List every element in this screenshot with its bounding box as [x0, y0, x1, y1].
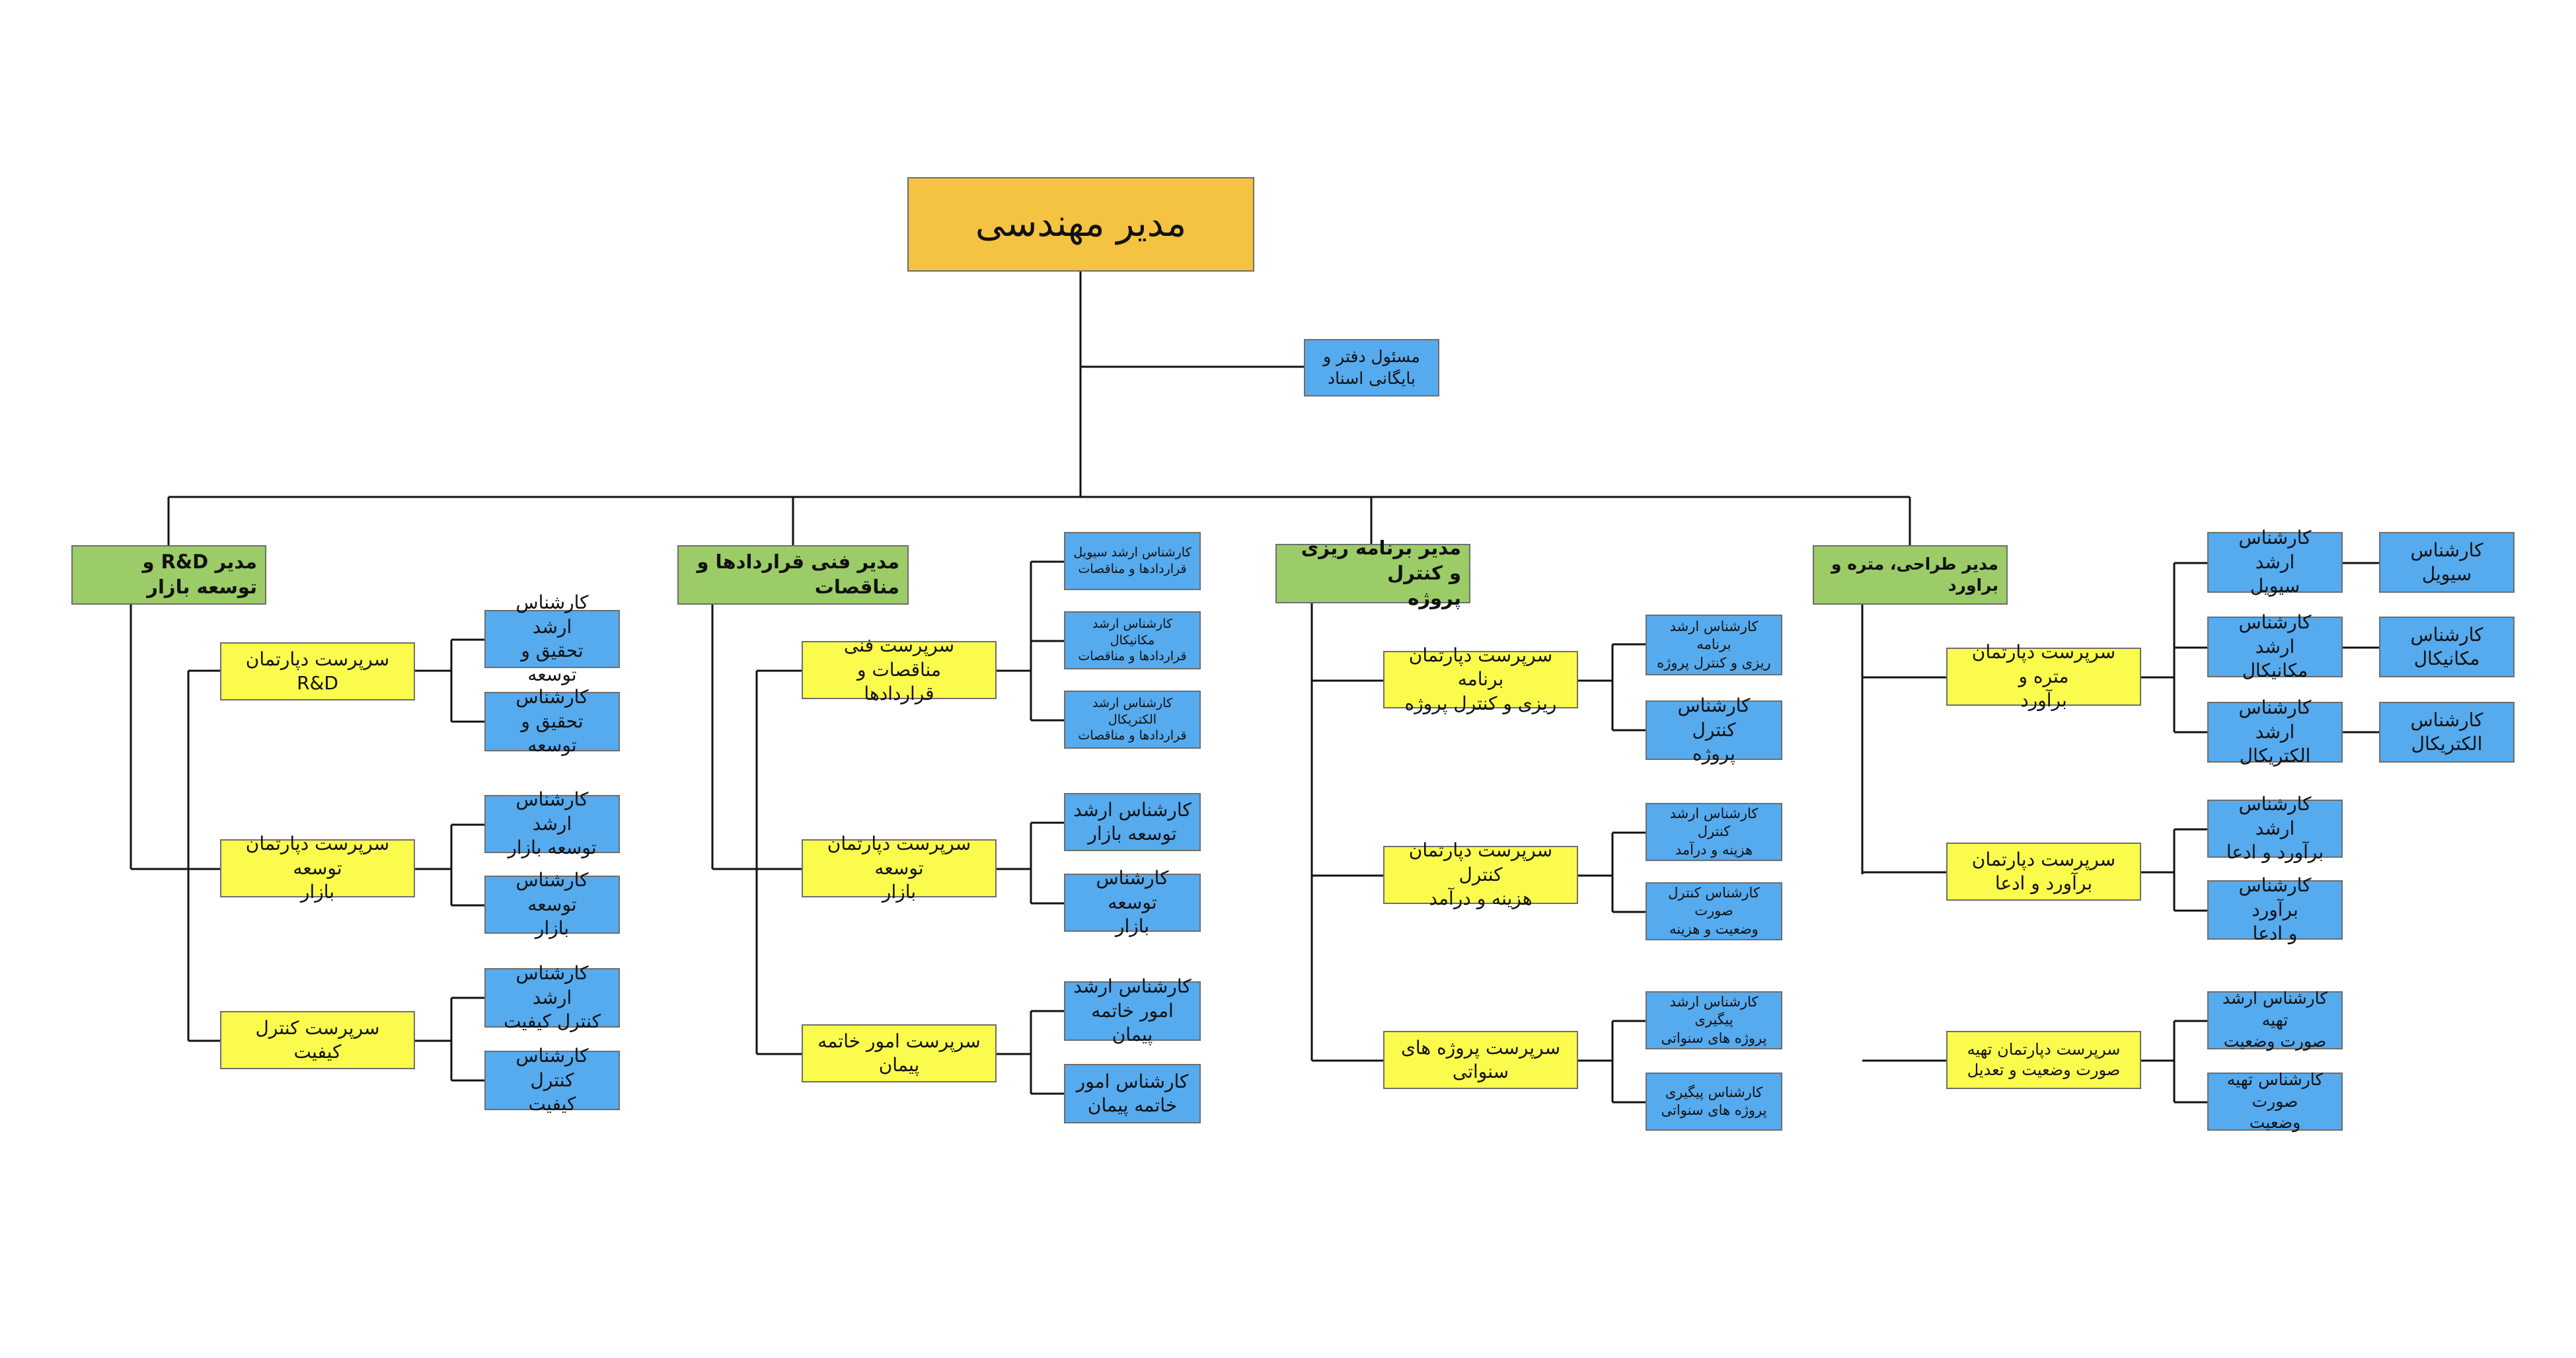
supervisor-box: سرپرست امور خاتمه پیمان — [802, 1024, 997, 1082]
expert-box: کارشناس پیگیری پروژه های سنواتی — [1646, 1073, 1782, 1131]
supervisor-box: سرپرست دپارتمان R&D — [220, 642, 415, 700]
junior-box: کارشناس مکانیکال — [2379, 617, 2515, 677]
expert-box: کارشناس ارشد مکانیکال قراردادها و مناقصا… — [1064, 611, 1201, 669]
expert-box: کارشناس ارشد توسعه بازار — [484, 788, 620, 858]
expert-box: کارشناس توسعه بازار — [1064, 867, 1201, 937]
manager-design-box: مدیر طراحی، متره و براورد — [1813, 545, 2008, 605]
expert-box: کارشناس تهیه صورت وضعیت — [2207, 1070, 2343, 1132]
supervisor-box: سرپرست دپارتمان توسعه بازار — [802, 833, 997, 903]
office-box: مسئول دفتر و بایگانی اسناد — [1304, 339, 1439, 396]
expert-box: کارشناس توسعه بازار — [484, 869, 620, 939]
expert-box: کارشناس ارشد تحقیق و توسعه — [484, 591, 620, 685]
expert-box: کارشناس ارشد سیویل قراردادها و مناقصات — [1064, 532, 1201, 590]
expert-box: کارشناس برآورد و ادعا — [2207, 874, 2343, 944]
expert-box: کارشناس ارشد الکتریکال — [2207, 697, 2343, 767]
expert-box: کارشناس کنترل صورت وضعیت و هزینه — [1646, 882, 1782, 940]
manager-contracts-box: مدیر فنی قراردادها و مناقصات — [677, 545, 909, 605]
expert-box: کارشناس ارشد برنامه ریزی و کنترل پروژه — [1646, 615, 1782, 675]
expert-box: کارشناس ارشد برآورد و ادعا — [2207, 793, 2343, 863]
supervisor-box: سرپرست دپارتمان کنترل هزینه و درآمد — [1383, 839, 1578, 909]
expert-box: کارشناس ارشد الکتریکال قراردادها و مناقص… — [1064, 691, 1201, 749]
supervisor-box: سرپرست دپارتمان برنامه ریزی و کنترل پروژ… — [1383, 644, 1578, 714]
supervisor-box: سرپرست کنترل کیفیت — [220, 1011, 415, 1069]
expert-box: کارشناس ارشد پیگیری پروژه های سنواتی — [1646, 991, 1782, 1049]
supervisor-box: سرپرست دپارتمان برآورد و ادعا — [1946, 843, 2141, 901]
expert-box: کارشناس ارشد امور خاتمه پیمان — [1064, 975, 1201, 1045]
expert-box: کارشناس ارشد کنترل کیفیت — [484, 962, 620, 1032]
junior-box: کارشناس سیویل — [2379, 532, 2515, 593]
supervisor-box: سرپرست فنی مناقصات و قراردادها — [802, 634, 997, 704]
root-box: مدیر مهندسی — [907, 177, 1254, 272]
expert-box: کارشناس کنترل پروژه — [1646, 695, 1782, 765]
expert-box: کارشناس ارشد کنترل هزینه و درآمد — [1646, 803, 1782, 861]
expert-box: کارشناس امور خاتمه پیمان — [1064, 1064, 1201, 1123]
expert-box: کارشناس ارشد توسعه بازار — [1064, 793, 1201, 851]
expert-box: کارشناس کنترل کیفیت — [484, 1045, 620, 1115]
manager-rnd-box: مدیر R&D و توسعه بازار — [71, 545, 266, 605]
supervisor-box: سرپرست دپارتمان تهیه صورت وضعیت و تعدیل — [1946, 1031, 2141, 1089]
expert-box: کارشناس ارشد مکانیکال — [2207, 611, 2343, 681]
manager-planning-box: مدیر برنامه ریزی و کنترل پروژه — [1275, 537, 1470, 609]
expert-box: کارشناس ارشد تهیه صورت وضعیت — [2207, 989, 2343, 1051]
expert-box: کارشناس ارشد سیویل — [2207, 527, 2343, 597]
supervisor-box: سرپرست دپارتمان توسعه بازار — [220, 833, 415, 903]
supervisor-box: سرپرست دپارتمان متره و برآورد — [1946, 641, 2141, 711]
supervisor-box: سرپرست پروژه های سنواتی — [1383, 1031, 1578, 1089]
junior-box: کارشناس الکتریکال — [2379, 702, 2515, 763]
expert-box: کارشناس تحقیق و توسعه — [484, 686, 620, 756]
